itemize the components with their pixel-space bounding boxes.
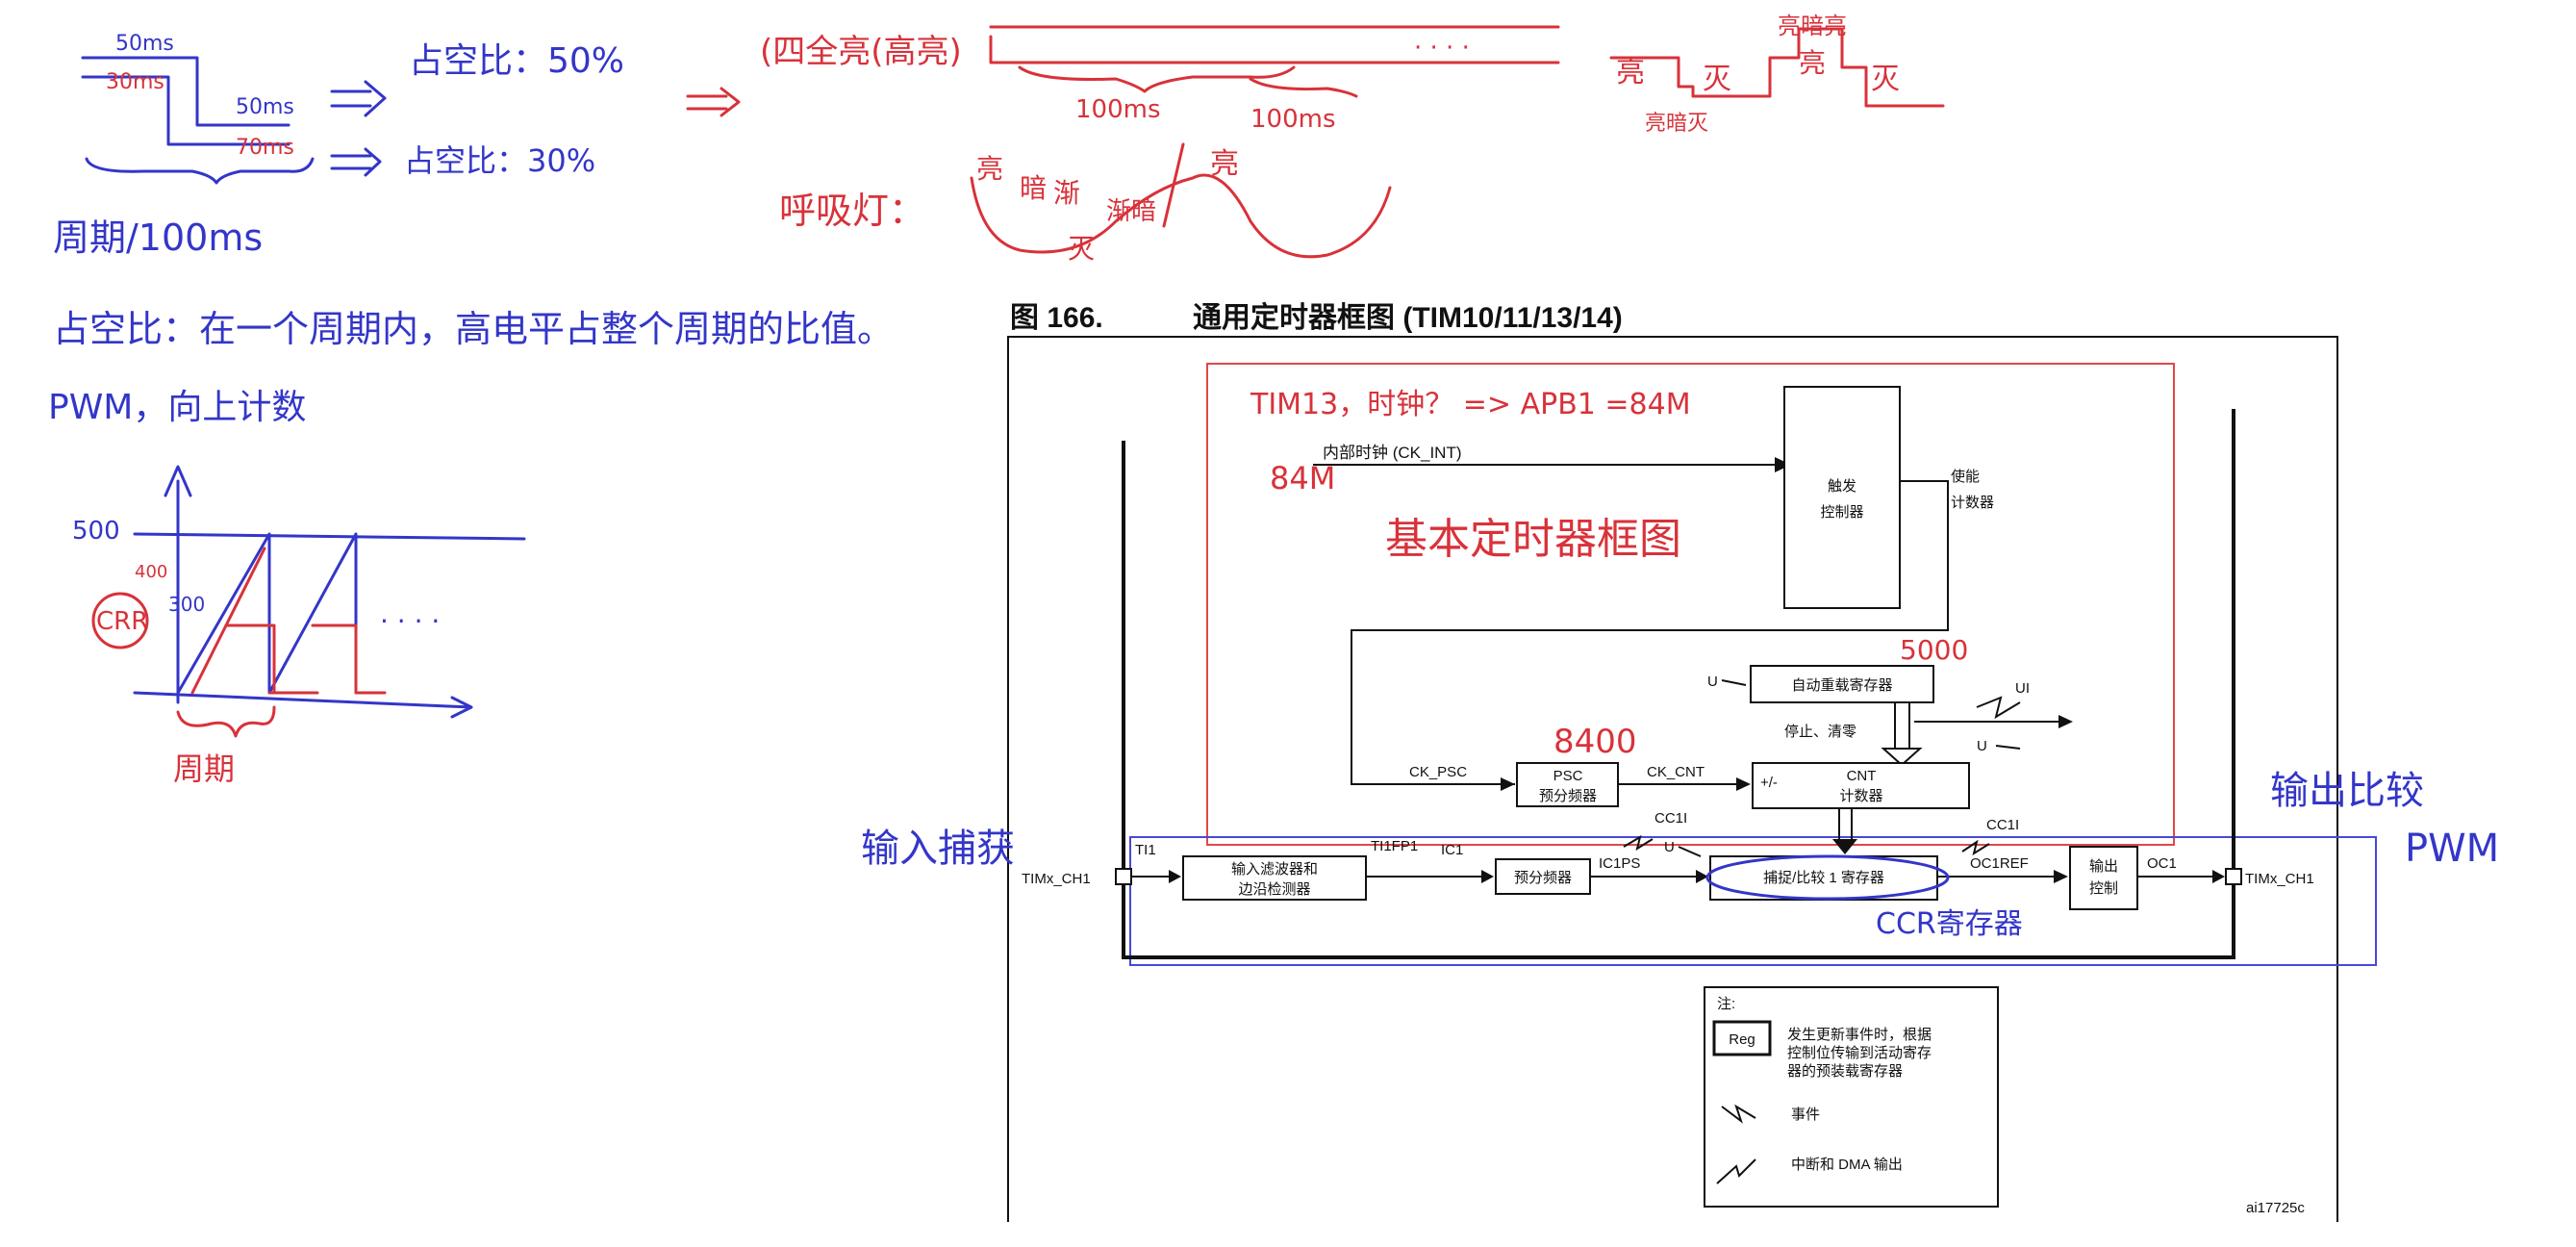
timx-ch1-out-label: TIMx_CH1 bbox=[2245, 871, 2314, 887]
pwm-count-notes: 占空比：在一个周期内，高电平占整个周期的比值。 PWM，向上计数 500 400… bbox=[48, 308, 894, 787]
input-pin bbox=[1116, 869, 1131, 884]
dots-note: · · · · bbox=[1414, 34, 1470, 63]
wave-label-50ms-low: 50ms bbox=[236, 95, 294, 119]
input-filter-l2: 边沿检测器 bbox=[1238, 881, 1310, 898]
wave-label-30ms: 30ms bbox=[106, 70, 164, 94]
internal-clock-label: 内部时钟 (CK_INT) bbox=[1323, 444, 1462, 462]
brightness-notes: (四全亮(高亮) 100ms 100ms · · · · 呼吸灯： 亮 暗 渐 … bbox=[688, 13, 1943, 265]
period-label: 周期 bbox=[173, 751, 235, 787]
enable-counter-l2: 计数器 bbox=[1951, 495, 1994, 511]
right-wave-word-4: 亮 bbox=[1799, 47, 1826, 79]
breath-word-1: 亮 bbox=[976, 153, 1003, 185]
output-control-l1: 输出 bbox=[2089, 858, 2118, 875]
stop-clear-label: 停止、清零 bbox=[1784, 724, 1856, 740]
output-pin bbox=[2226, 869, 2241, 884]
cc1i-label-b: CC1I bbox=[1986, 817, 2019, 833]
legend-reg-desc-l3: 器的预装载寄存器 bbox=[1787, 1062, 1903, 1080]
tim13-clock-note: TIM13，时钟？ => APB1 =84M bbox=[1250, 388, 1691, 421]
timx-ch1-in-label: TIMx_CH1 bbox=[1022, 871, 1091, 887]
breath-word-6: 亮 bbox=[1210, 147, 1239, 181]
ccr-label: CRR bbox=[96, 607, 148, 636]
auto-reload-label: 自动重载寄存器 bbox=[1791, 676, 1892, 694]
legend-reg-desc-l2: 控制位传输到活动寄存 bbox=[1787, 1044, 1932, 1061]
right-wave-word-2: 灭 bbox=[1703, 63, 1731, 96]
period-note: 周期/100ms bbox=[53, 216, 263, 259]
right-wave-word-3: 亮暗亮 bbox=[1778, 13, 1847, 39]
ti1-label: TI1 bbox=[1135, 842, 1156, 858]
figure-number: 图 166. bbox=[1010, 302, 1103, 334]
capture-compare-label: 捕捉/比较 1 寄存器 bbox=[1763, 869, 1884, 886]
duty-definition-note: 占空比：在一个周期内，高电平占整个周期的比值。 bbox=[53, 308, 894, 350]
duty-50-note: 占空比：50% bbox=[409, 41, 624, 81]
pwm-note: PWM bbox=[2405, 827, 2499, 871]
right-wave-word-6: 亮暗灭 bbox=[1645, 112, 1708, 136]
cnt-sub-label: 计数器 bbox=[1839, 788, 1882, 804]
breath-word-2: 暗 bbox=[1020, 172, 1047, 204]
u-label-out: U bbox=[1977, 738, 1987, 754]
oc1ref-label: OC1REF bbox=[1970, 855, 2029, 872]
ti1fp1-label: TI1FP1 bbox=[1371, 838, 1418, 854]
figure-id: ai17725c bbox=[2246, 1200, 2305, 1216]
ic1ps-label: IC1PS bbox=[1599, 855, 1640, 872]
psc-label: PSC bbox=[1553, 768, 1583, 784]
ramp-dots: · · · · bbox=[380, 605, 440, 637]
duty-30-note: 占空比：30% bbox=[404, 142, 595, 179]
y-label-400: 400 bbox=[135, 562, 167, 582]
reload-5000-note: 5000 bbox=[1900, 634, 1968, 666]
cnt-label: CNT bbox=[1847, 768, 1877, 784]
prescaler-label: 预分频器 bbox=[1514, 870, 1572, 886]
right-wave-word-5: 灭 bbox=[1871, 63, 1900, 96]
ccr-register-note: CCR寄存器 bbox=[1876, 907, 2023, 941]
y-label-500: 500 bbox=[72, 517, 120, 546]
input-capture-note: 输入捕获 bbox=[861, 827, 1015, 871]
trigger-controller-box bbox=[1784, 387, 1900, 608]
cc1i-label-a: CC1I bbox=[1654, 810, 1687, 827]
all-bright-note: (四全亮(高亮) bbox=[760, 33, 962, 71]
basic-timer-note: 基本定时器框图 bbox=[1385, 515, 1681, 564]
enable-counter-l1: 使能 bbox=[1951, 469, 1980, 485]
breathing-light-note: 呼吸灯： bbox=[779, 190, 925, 232]
trigger-controller-l2: 控制器 bbox=[1820, 504, 1863, 521]
pwm-up-count-note: PWM，向上计数 bbox=[48, 388, 306, 427]
output-control-box bbox=[2070, 847, 2137, 909]
u-label-reload: U bbox=[1707, 674, 1718, 690]
span-100ms-b: 100ms bbox=[1250, 105, 1336, 134]
span-100ms-a: 100ms bbox=[1075, 95, 1161, 124]
legend-reg-desc-l1: 发生更新事件时，根据 bbox=[1787, 1027, 1932, 1043]
legend-box bbox=[1705, 987, 1998, 1207]
legend-event-label: 事件 bbox=[1791, 1107, 1820, 1123]
output-control-l2: 控制 bbox=[2089, 880, 2118, 897]
ui-label: UI bbox=[2015, 680, 2030, 697]
legend-title: 注: bbox=[1717, 996, 1735, 1012]
ck-psc-label: CK_PSC bbox=[1409, 764, 1467, 780]
breath-word-4: 灭 bbox=[1068, 233, 1095, 265]
u-label-cc: U bbox=[1664, 839, 1675, 855]
wave-label-50ms-high: 50ms bbox=[115, 32, 174, 56]
oc1-label: OC1 bbox=[2147, 855, 2177, 872]
psc-sub-label: 预分频器 bbox=[1539, 788, 1597, 804]
breath-word-3: 渐 bbox=[1053, 177, 1080, 209]
ck-cnt-label: CK_CNT bbox=[1647, 764, 1705, 780]
plus-minus-label: +/- bbox=[1760, 775, 1778, 791]
input-filter-l1: 输入滤波器和 bbox=[1231, 861, 1318, 878]
wave-label-70ms: 70ms bbox=[236, 136, 294, 160]
figure-annotations: TIM13，时钟？ => APB1 =84M 84M 基本定时器框图 5000 … bbox=[861, 388, 2499, 941]
psc-8400-note: 8400 bbox=[1553, 723, 1637, 761]
clock-84m-note: 84M bbox=[1270, 460, 1335, 496]
right-wave-word-1: 亮 bbox=[1616, 56, 1645, 89]
duty-wave-sketch: 50ms 30ms 50ms 70ms 占空比：50% 占空比：30% 周期/1… bbox=[53, 32, 624, 259]
breath-word-5: 渐暗 bbox=[1106, 197, 1156, 226]
timer-block-diagram: 图 166. 通用定时器框图 (TIM10/11/13/14) 内部时钟 (CK… bbox=[1008, 301, 2376, 1222]
trigger-controller-l1: 触发 bbox=[1828, 478, 1856, 495]
y-label-300: 300 bbox=[168, 593, 205, 616]
ic1-label: IC1 bbox=[1441, 842, 1463, 858]
legend-irq-label: 中断和 DMA 输出 bbox=[1791, 1157, 1903, 1173]
figure-title: 通用定时器框图 (TIM10/11/13/14) bbox=[1193, 301, 1623, 334]
legend-reg-label: Reg bbox=[1729, 1031, 1755, 1048]
output-compare-note: 输出比较 bbox=[2270, 769, 2424, 813]
